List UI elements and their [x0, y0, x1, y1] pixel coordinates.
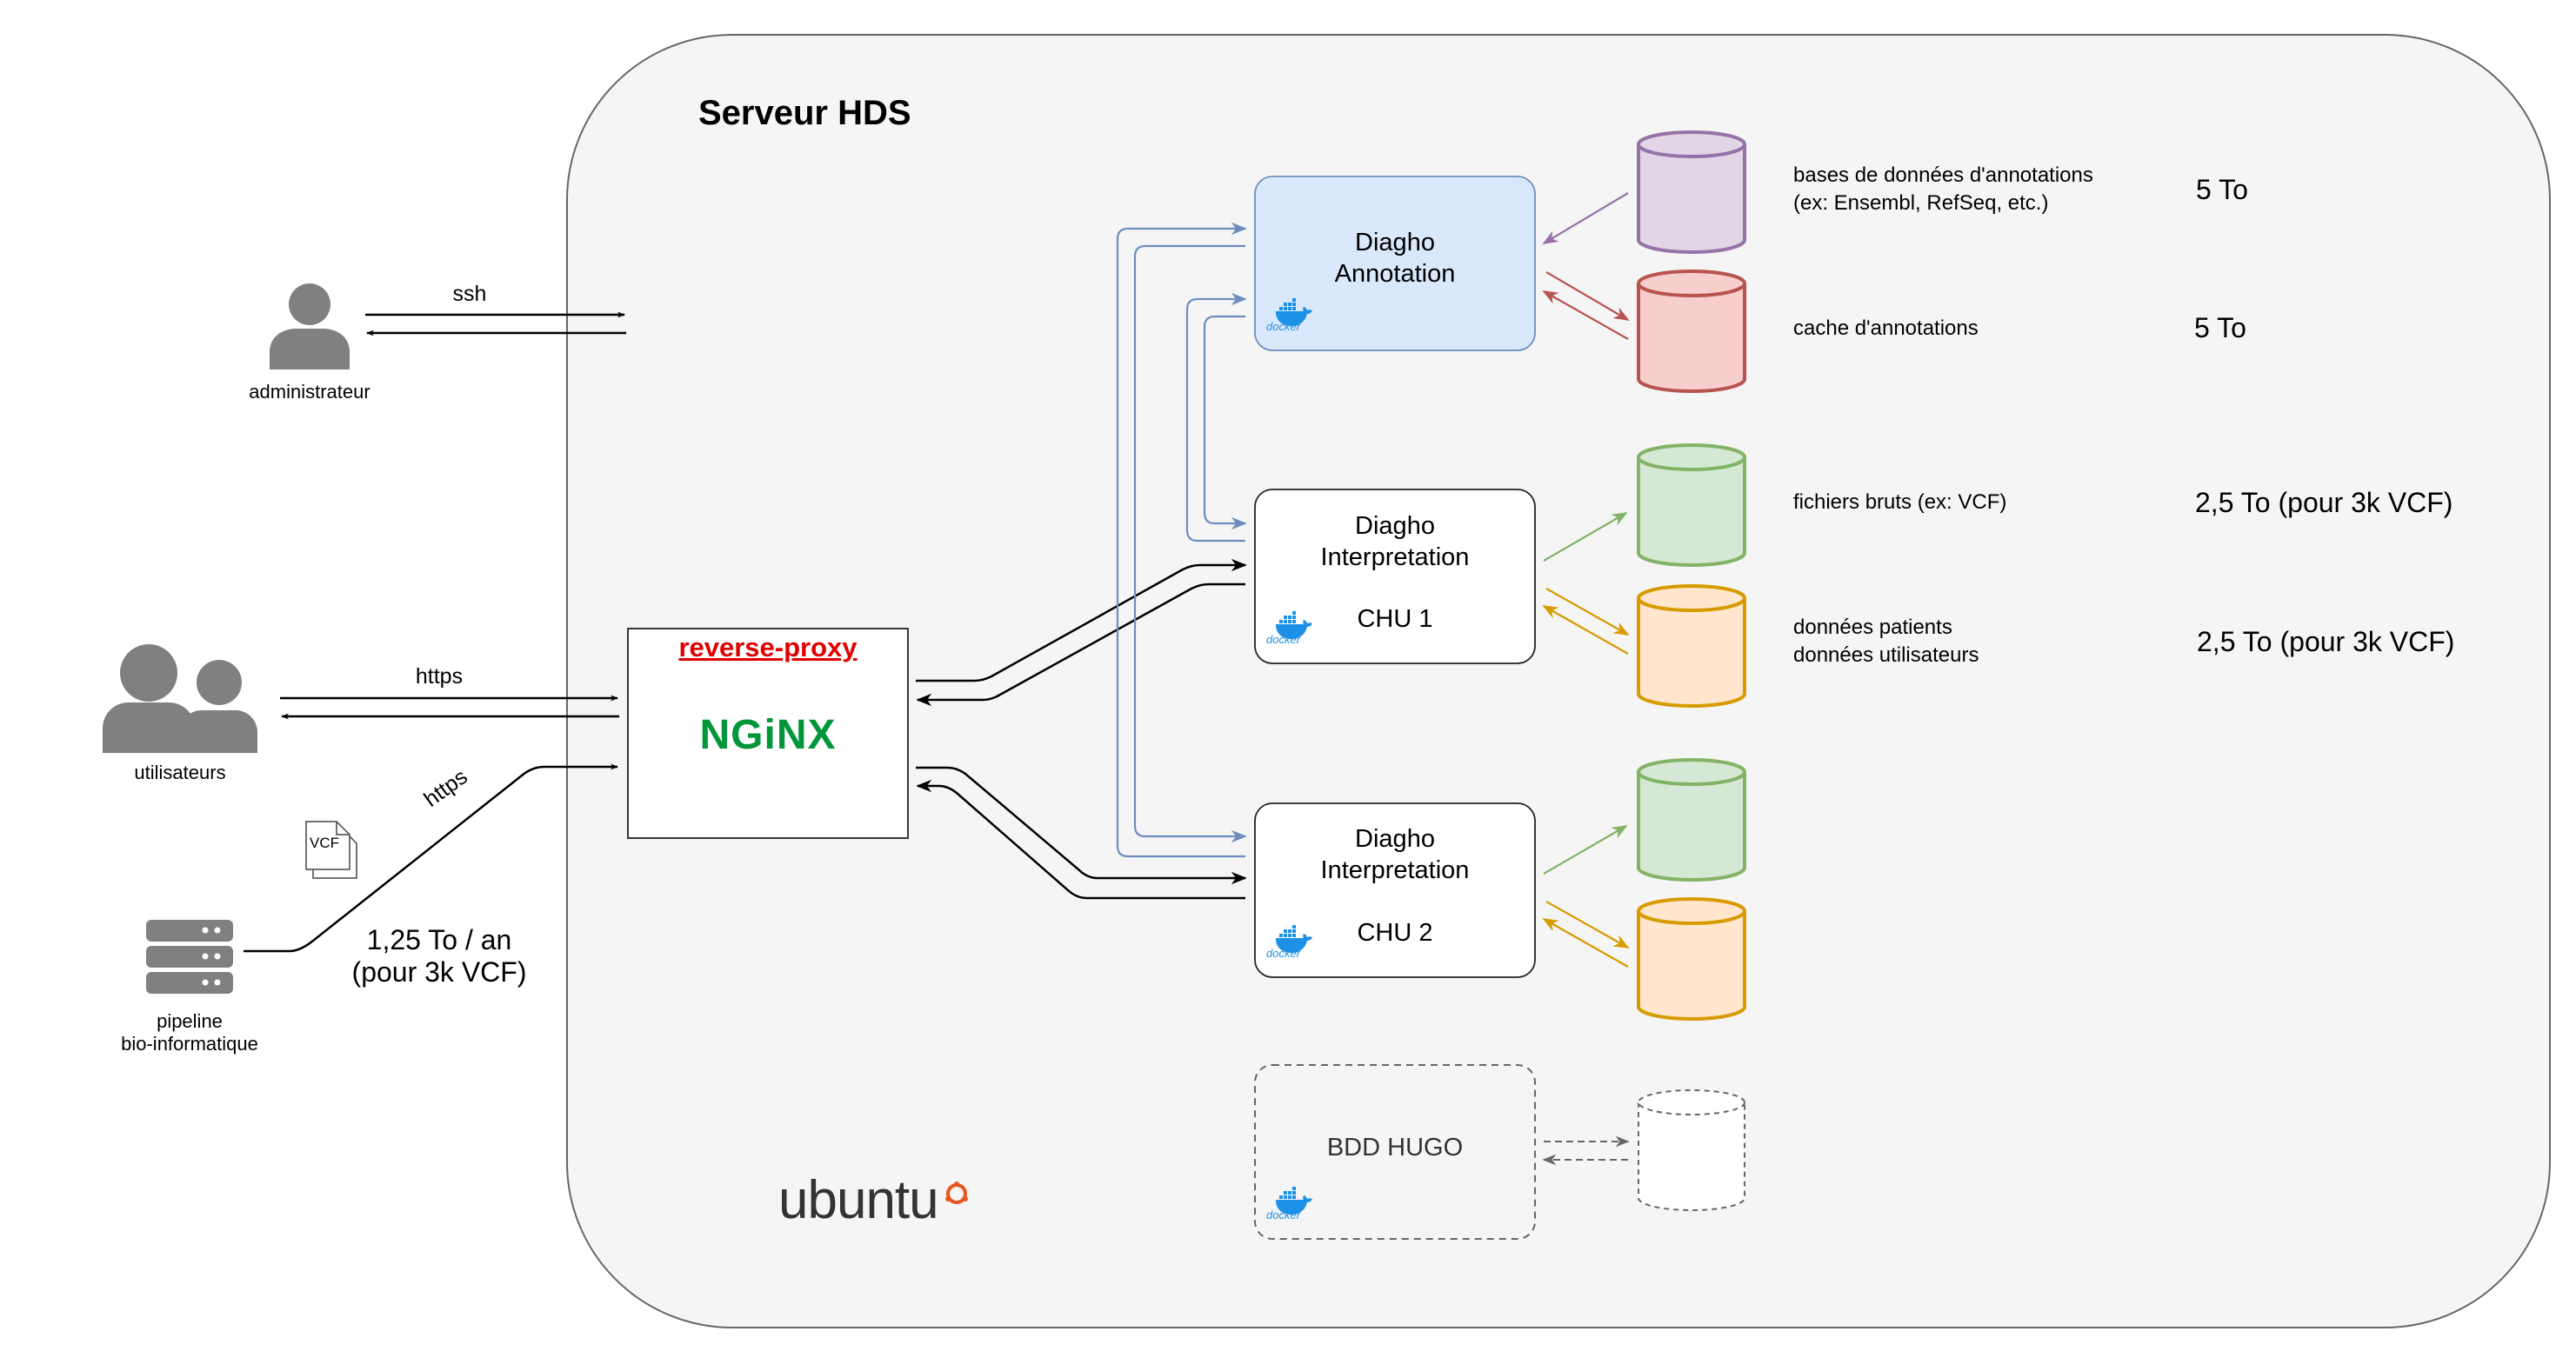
pipeline-volume-line1: 1,25 To / an: [366, 924, 512, 955]
bdd-hugo-box: [1254, 1064, 1536, 1240]
chu2-raw-files-arrow: [1543, 825, 1628, 875]
annotation-db-arrow: [1542, 192, 1629, 244]
pipeline-server-icon: [146, 920, 233, 994]
annotation-to-chu1-link-b: [1203, 315, 1247, 530]
storage-0-desc-line1: bases de données d'annotations: [1793, 163, 2093, 187]
docker-hugo-label: docker: [1266, 1208, 1301, 1222]
annotation-to-chu2-link-b: [1133, 244, 1247, 843]
patient-data-to-chu1-arrow: [1542, 605, 1629, 655]
users-label: utilisateurs: [134, 762, 226, 783]
storage-0-size: 5 To: [2196, 174, 2248, 205]
storage-0-desc-line2: (ex: Ensembl, RefSeq, etc.): [1793, 191, 2049, 215]
proxy-to-chu1-arrow: [916, 558, 1247, 682]
ubuntu-circle-icon: [945, 1182, 968, 1204]
chu2-to-proxy-arrow: [916, 779, 1245, 900]
vcf-file-label: VCF: [310, 835, 339, 851]
annotation-title-line1: Diagho: [1355, 229, 1435, 256]
annotation-to-cache-arrow: [1545, 271, 1630, 321]
chu1-title-line3: CHU 1: [1357, 605, 1433, 633]
chu1-to-proxy-arrow: [916, 582, 1245, 707]
storage-2-desc-line1: fichiers bruts (ex: VCF): [1793, 490, 2007, 514]
vcf-file-icon: [305, 821, 357, 879]
patient-data-to-chu2-arrow: [1542, 918, 1629, 968]
chu2-patient-data-cylinder: [1637, 897, 1746, 1021]
administrator-icon: [270, 283, 350, 369]
docker-chu2-label: docker: [1266, 947, 1301, 960]
chu1-raw-files-arrow: [1543, 512, 1628, 562]
chu2-raw-files-cylinder: [1637, 758, 1746, 882]
diagho-chu1-box: [1254, 489, 1536, 664]
annotation-db-cylinder: [1637, 130, 1746, 254]
admin-label: administrateur: [249, 381, 370, 403]
storage-3-size: 2,5 To (pour 3k VCF): [2197, 626, 2455, 657]
bdd-hugo-label: BDD HUGO: [1326, 1134, 1464, 1162]
server-title: Serveur HDS: [698, 94, 911, 132]
chu1-raw-files-cylinder: [1637, 443, 1746, 567]
chu2-to-annotation-link-a: [1116, 222, 1247, 858]
chu2-title-line2: Interpretation: [1320, 856, 1470, 884]
chu1-title-line1: Diagho: [1355, 512, 1435, 540]
ssh-label: ssh: [452, 282, 487, 306]
diagho-chu2-box: [1254, 802, 1536, 978]
chu1-title-line2: Interpretation: [1320, 543, 1470, 571]
hugo-db-cylinder: [1638, 1089, 1745, 1211]
cache-to-annotation-arrow: [1542, 290, 1629, 340]
users-https-label: https: [415, 664, 464, 689]
annotation-title-line2: Annotation: [1334, 260, 1456, 288]
proxy-to-chu2-arrow: [916, 766, 1247, 885]
storage-2-size: 2,5 To (pour 3k VCF): [2195, 487, 2453, 518]
storage-3-desc-line2: données utilisateurs: [1793, 643, 1979, 667]
chu1-to-annotation-link-a: [1185, 292, 1247, 543]
pipeline-label-line1: pipeline: [157, 1010, 223, 1032]
server-hds-container: [566, 34, 2551, 1328]
diagho-annotation-box: [1254, 176, 1536, 351]
chu2-to-patient-data-arrow: [1545, 901, 1630, 949]
chu2-title-line1: Diagho: [1355, 825, 1435, 853]
storage-3-desc-line1: données patients: [1793, 616, 1952, 639]
reverse-proxy-title: reverse-proxy: [678, 632, 858, 662]
pipeline-label-line2: bio-informatique: [121, 1033, 258, 1055]
reverse-proxy-box: [627, 628, 909, 839]
docker-chu1-label: docker: [1266, 633, 1301, 646]
ubuntu-logo: ubuntu: [778, 1170, 939, 1230]
chu2-title-line3: CHU 2: [1357, 919, 1433, 947]
chu1-patient-data-cylinder: [1637, 584, 1746, 708]
docker-annotation-label: docker: [1266, 320, 1301, 333]
pipeline-volume-line2: (pour 3k VCF): [351, 956, 527, 988]
annotation-cache-cylinder: [1637, 270, 1746, 393]
nginx-logo: NGiNX: [699, 712, 837, 758]
pipeline-https-arrow: [244, 763, 618, 953]
users-icon: [103, 644, 257, 753]
storage-1-size: 5 To: [2194, 312, 2246, 343]
chu1-to-patient-data-arrow: [1545, 588, 1630, 636]
storage-1-desc-line1: cache d'annotations: [1793, 316, 1979, 340]
